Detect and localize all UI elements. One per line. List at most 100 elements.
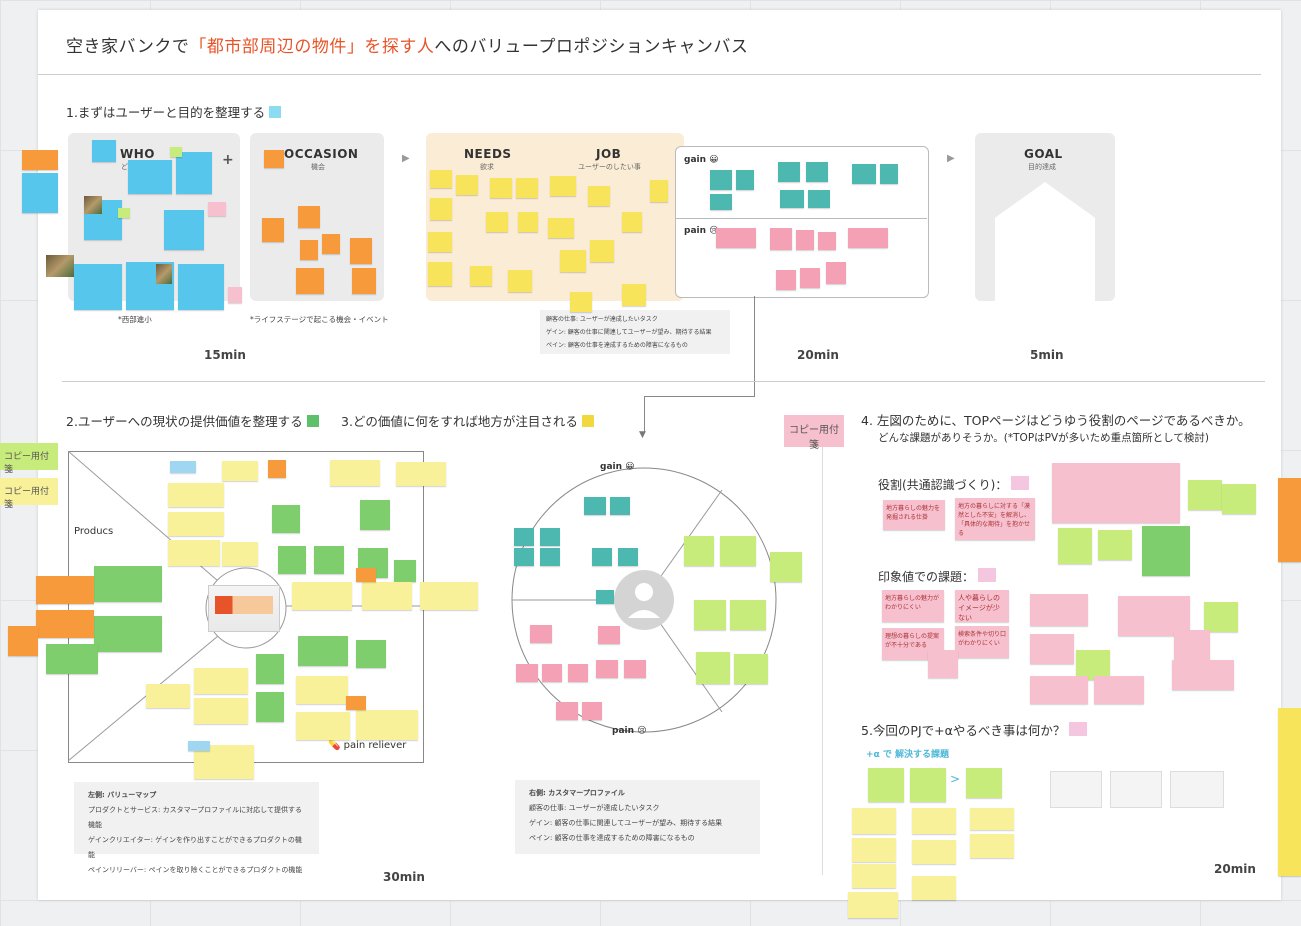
sticky-note[interactable] bbox=[800, 268, 820, 288]
sticky-note[interactable] bbox=[94, 616, 162, 652]
sticky-note[interactable]: 地方の暮らしに対する「漠然とした不安」を解消し、「具体的な期待」を抱かせる bbox=[955, 498, 1035, 540]
sticky-note[interactable] bbox=[970, 834, 1014, 858]
sticky-note[interactable] bbox=[970, 808, 1014, 830]
sticky-note[interactable] bbox=[694, 600, 726, 630]
sticky-note[interactable] bbox=[36, 610, 94, 638]
sticky-note[interactable] bbox=[776, 270, 796, 290]
sticky-note[interactable] bbox=[588, 186, 610, 206]
sticky-note[interactable] bbox=[780, 190, 804, 208]
sticky-note[interactable] bbox=[852, 864, 896, 888]
sticky-note[interactable] bbox=[518, 212, 538, 232]
sticky-note[interactable] bbox=[268, 460, 286, 478]
sticky-note[interactable] bbox=[170, 147, 182, 157]
sticky-note[interactable] bbox=[548, 218, 574, 238]
sticky-note[interactable] bbox=[262, 218, 284, 242]
sticky-note[interactable] bbox=[352, 268, 376, 294]
sticky-note[interactable] bbox=[852, 838, 896, 862]
sticky-note[interactable] bbox=[582, 702, 602, 720]
sticky-note[interactable] bbox=[168, 540, 220, 566]
sticky-note[interactable] bbox=[730, 600, 766, 630]
sticky-note[interactable] bbox=[1278, 708, 1301, 876]
sticky-note[interactable] bbox=[826, 262, 846, 284]
sticky-note[interactable] bbox=[346, 696, 366, 710]
sticky-note[interactable] bbox=[194, 698, 248, 724]
sticky-note[interactable] bbox=[430, 198, 452, 220]
sticky-note[interactable] bbox=[592, 548, 612, 566]
sticky-note[interactable] bbox=[716, 228, 756, 248]
sticky-note[interactable] bbox=[170, 461, 196, 473]
sticky-note[interactable] bbox=[516, 178, 538, 198]
sticky-note[interactable] bbox=[590, 240, 614, 262]
sticky-note[interactable] bbox=[808, 190, 830, 208]
sticky-note[interactable] bbox=[550, 176, 576, 196]
sticky-note[interactable] bbox=[322, 234, 340, 254]
sticky-note[interactable] bbox=[350, 238, 372, 264]
sticky-note[interactable] bbox=[296, 676, 348, 704]
sticky-note[interactable] bbox=[128, 160, 172, 194]
sticky-note[interactable] bbox=[1174, 630, 1210, 660]
sticky-note[interactable] bbox=[362, 582, 412, 610]
sticky-note[interactable] bbox=[542, 664, 562, 682]
sticky-note[interactable] bbox=[1098, 530, 1132, 560]
sticky-note[interactable] bbox=[92, 140, 116, 162]
sticky-note[interactable] bbox=[596, 590, 614, 604]
sticky-note[interactable] bbox=[300, 240, 318, 260]
sticky-note[interactable] bbox=[852, 164, 876, 184]
sticky-note[interactable] bbox=[36, 576, 94, 604]
sticky-note[interactable] bbox=[168, 512, 224, 536]
sticky-note[interactable] bbox=[912, 876, 956, 900]
sticky-note[interactable] bbox=[470, 266, 492, 286]
sticky-note[interactable] bbox=[1052, 463, 1180, 523]
sticky-note[interactable] bbox=[208, 202, 226, 216]
sticky-note[interactable] bbox=[1188, 480, 1222, 510]
sticky-note[interactable] bbox=[394, 560, 416, 582]
sticky-note[interactable] bbox=[314, 546, 344, 574]
sticky-note[interactable] bbox=[298, 636, 348, 666]
sticky-note[interactable]: 理想の暮らしの提案が不十分である bbox=[882, 628, 944, 660]
sticky-note[interactable] bbox=[912, 840, 956, 864]
sticky-note[interactable] bbox=[1222, 484, 1256, 514]
sticky-note[interactable] bbox=[1278, 478, 1301, 562]
sticky-note[interactable] bbox=[1076, 650, 1110, 680]
sticky-note[interactable] bbox=[966, 768, 1002, 798]
sticky-note[interactable] bbox=[298, 206, 320, 228]
sticky-note[interactable] bbox=[330, 460, 380, 486]
sticky-note[interactable] bbox=[598, 626, 620, 644]
sticky-note[interactable] bbox=[910, 768, 946, 802]
sticky-note[interactable] bbox=[530, 625, 552, 643]
sticky-note[interactable] bbox=[456, 175, 478, 195]
sticky-note[interactable] bbox=[256, 654, 284, 684]
copy-sticky-note[interactable]: コピー用付箋 bbox=[0, 478, 58, 510]
sticky-note[interactable] bbox=[610, 497, 630, 515]
sticky-note[interactable] bbox=[650, 180, 668, 202]
sticky-note[interactable] bbox=[514, 528, 534, 546]
sticky-note[interactable] bbox=[710, 194, 732, 210]
sticky-note[interactable] bbox=[222, 461, 258, 481]
sticky-note[interactable] bbox=[596, 660, 618, 678]
copy-sticky-note[interactable]: コピー用付箋 bbox=[0, 443, 58, 475]
sticky-note[interactable] bbox=[848, 892, 898, 918]
sticky-note[interactable] bbox=[514, 548, 534, 566]
sticky-note[interactable] bbox=[272, 505, 300, 533]
sticky-note[interactable] bbox=[146, 684, 190, 708]
sticky-note[interactable] bbox=[356, 640, 386, 668]
sticky-note[interactable] bbox=[928, 650, 958, 678]
sticky-note[interactable] bbox=[734, 654, 768, 684]
sticky-note[interactable] bbox=[22, 150, 58, 170]
sticky-note[interactable] bbox=[292, 582, 352, 610]
sticky-note[interactable] bbox=[46, 644, 98, 674]
sticky-note[interactable] bbox=[188, 741, 210, 751]
sticky-note[interactable] bbox=[168, 483, 224, 507]
sticky-note[interactable] bbox=[490, 178, 512, 198]
sticky-note[interactable] bbox=[556, 702, 578, 720]
sticky-note[interactable] bbox=[194, 668, 248, 694]
copy-sticky-note[interactable]: コピー用付箋 bbox=[784, 415, 844, 451]
sticky-note[interactable] bbox=[568, 664, 588, 682]
sticky-note[interactable] bbox=[356, 710, 418, 740]
sticky-note[interactable] bbox=[1118, 596, 1190, 636]
sticky-note[interactable] bbox=[868, 768, 904, 802]
sticky-note[interactable] bbox=[420, 582, 478, 610]
sticky-note[interactable] bbox=[430, 170, 452, 188]
sticky-note[interactable] bbox=[1058, 528, 1092, 564]
sticky-note[interactable] bbox=[256, 692, 284, 722]
